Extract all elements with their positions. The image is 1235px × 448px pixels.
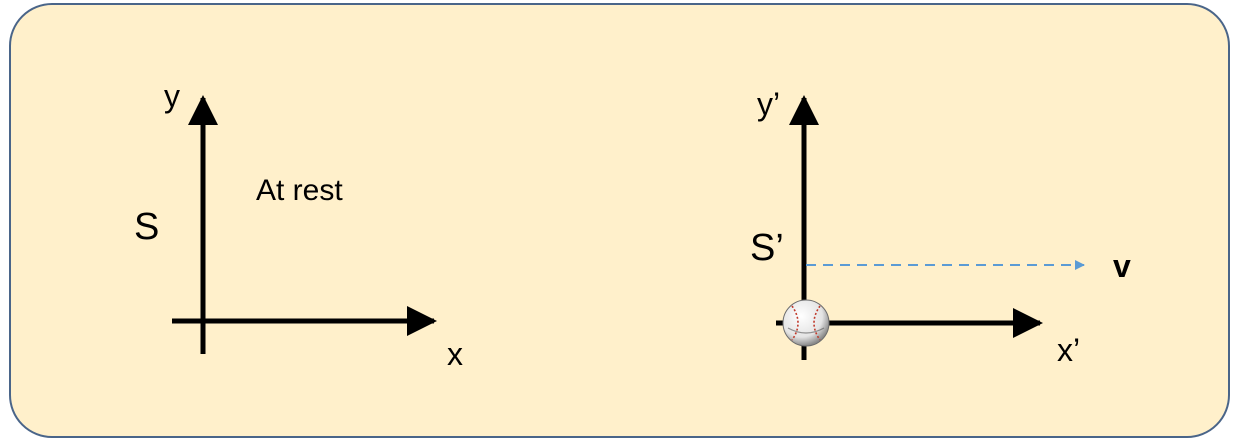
background-panel: [9, 3, 1230, 438]
s-x-axis-label: x: [447, 336, 463, 372]
s-y-axis-label: y: [164, 78, 180, 114]
baseball-icon: [782, 299, 830, 347]
velocity-label: v: [1113, 248, 1131, 284]
s-prime-y-axis-label: y’: [757, 86, 781, 122]
at-rest-label: At rest: [256, 174, 343, 207]
s-prime-x-axis-label: x’: [1057, 332, 1081, 368]
frame-s-label: S: [134, 206, 160, 248]
frame-s-prime-label: S’: [750, 227, 784, 269]
